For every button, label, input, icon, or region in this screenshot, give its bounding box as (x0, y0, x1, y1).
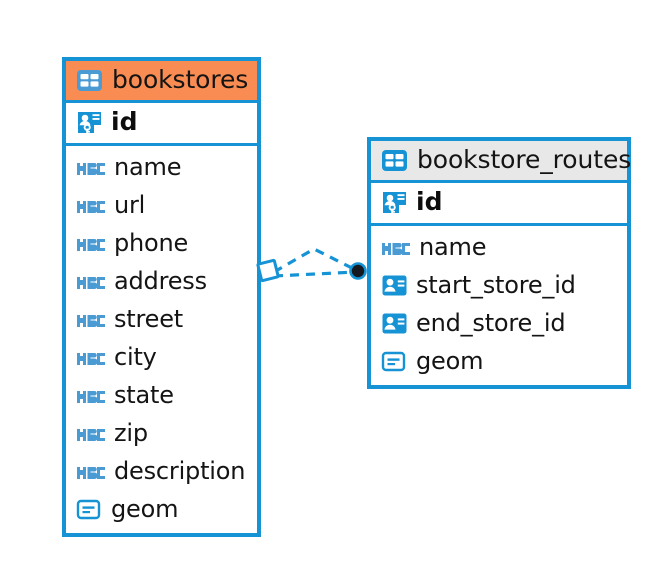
field-row-name[interactable]: name (66, 149, 257, 187)
field-row-street[interactable]: street (66, 301, 257, 339)
field-label: street (114, 304, 183, 333)
field-label: phone (114, 228, 189, 257)
field-label: geom (111, 494, 179, 523)
text-type-icon (381, 237, 411, 259)
entity-title: bookstores (112, 65, 249, 94)
field-label: zip (114, 418, 148, 447)
field-row-name[interactable]: name (371, 229, 627, 267)
field-row-start-store-id[interactable]: start_store_id (371, 267, 627, 305)
field-list-bookstore-routes: name start_store_id (371, 225, 627, 385)
primary-key-icon (381, 190, 408, 215)
field-label: end_store_id (416, 308, 566, 337)
field-row-id[interactable]: id (371, 183, 627, 226)
foreign-key-icon (381, 274, 408, 297)
field-row-address[interactable]: address (66, 263, 257, 301)
entity-header-bookstore-routes[interactable]: bookstore_routes (371, 141, 631, 184)
text-type-icon (76, 423, 106, 445)
table-icon (76, 69, 103, 92)
field-label: address (114, 266, 207, 295)
field-row-phone[interactable]: phone (66, 225, 257, 263)
field-row-geom[interactable]: geom (66, 491, 257, 529)
relationship-target-circle-icon (349, 262, 367, 280)
text-type-icon (76, 157, 106, 179)
field-row-description[interactable]: description (66, 453, 257, 491)
relationship-connector-bookstores-to-bookstore-routes[interactable] (252, 232, 377, 312)
field-row-zip[interactable]: zip (66, 415, 257, 453)
text-type-icon (76, 385, 106, 407)
field-row-end-store-id[interactable]: end_store_id (371, 305, 627, 343)
foreign-key-icon (381, 312, 408, 335)
field-row-geom[interactable]: geom (371, 343, 627, 381)
relationship-line-upper (273, 247, 357, 274)
entity-bookstores[interactable]: bookstores id (62, 57, 261, 537)
text-type-icon (76, 347, 106, 369)
geometry-type-icon (76, 498, 103, 521)
relationship-line-lower (273, 270, 357, 278)
primary-key-icon (76, 110, 103, 135)
field-label-id: id (416, 187, 443, 217)
field-label-id: id (111, 107, 138, 137)
field-row-state[interactable]: state (66, 377, 257, 415)
geometry-type-icon (381, 350, 408, 373)
text-type-icon (76, 233, 106, 255)
field-label: description (114, 456, 246, 485)
field-label: geom (416, 346, 484, 375)
field-label: state (114, 380, 174, 409)
entity-title: bookstore_routes (417, 145, 632, 174)
field-list-bookstores: name url (66, 145, 257, 533)
field-row-city[interactable]: city (66, 339, 257, 377)
table-icon (381, 149, 408, 172)
field-label: url (114, 190, 146, 219)
entity-bookstore-routes[interactable]: bookstore_routes id (367, 137, 631, 389)
field-label: name (419, 232, 487, 261)
text-type-icon (76, 309, 106, 331)
field-label: name (114, 152, 182, 181)
entity-header-bookstores[interactable]: bookstores (66, 61, 257, 104)
text-type-icon (76, 195, 106, 217)
field-label: start_store_id (416, 270, 576, 299)
text-type-icon (76, 271, 106, 293)
field-row-id[interactable]: id (66, 103, 257, 146)
text-type-icon (76, 461, 106, 483)
field-row-url[interactable]: url (66, 187, 257, 225)
field-label: city (114, 342, 157, 371)
